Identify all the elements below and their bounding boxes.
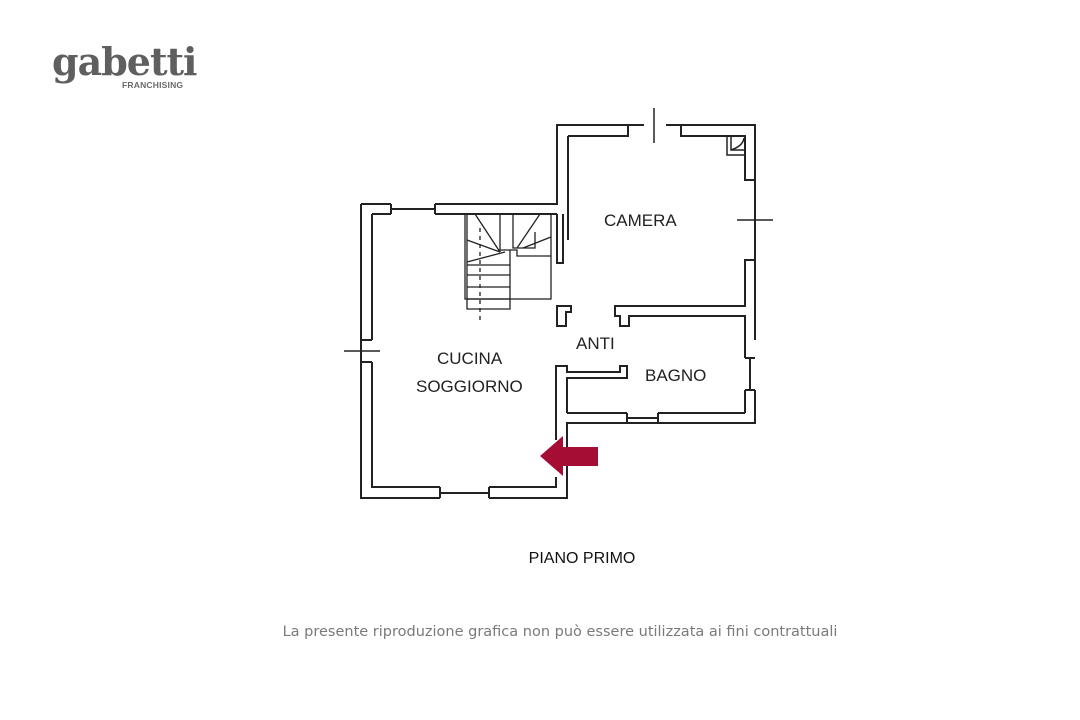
room-label-camera: CAMERA	[604, 211, 677, 230]
room-label-bagno: BAGNO	[645, 366, 707, 385]
stair-side-wall	[556, 214, 564, 264]
anti-bagno-wall	[555, 365, 628, 440]
staircase	[464, 213, 552, 320]
bottom-window	[439, 487, 490, 498]
floor-title: PIANO PRIMO	[528, 550, 636, 567]
camera-inner-top	[567, 125, 755, 215]
walls	[360, 124, 756, 499]
camera-bagno-divider	[614, 259, 755, 358]
inner-left-bottom-wall	[371, 214, 557, 488]
room-label-anti: ANTI	[576, 334, 615, 353]
left-opening	[361, 339, 372, 363]
top-left-window	[390, 204, 436, 214]
door-marks	[344, 108, 773, 362]
anti-pillar	[556, 305, 572, 327]
logo-subtitle: FRANCHISING	[122, 80, 184, 90]
camera-closet	[726, 136, 745, 156]
gabetti-logo: gabetti FRANCHISING	[52, 39, 197, 100]
room-label-soggiorno: SOGGIORNO	[416, 377, 523, 396]
disclaimer-text: La presente riproduzione grafica non può…	[282, 624, 838, 640]
bagno-right-window	[744, 357, 755, 413]
bagno-bottom-window	[567, 412, 745, 423]
outer-wall	[360, 124, 756, 499]
room-label-cucina: CUCINA	[437, 349, 503, 368]
logo-wordmark: gabetti	[52, 39, 197, 84]
entrance-arrow-icon	[540, 436, 598, 476]
